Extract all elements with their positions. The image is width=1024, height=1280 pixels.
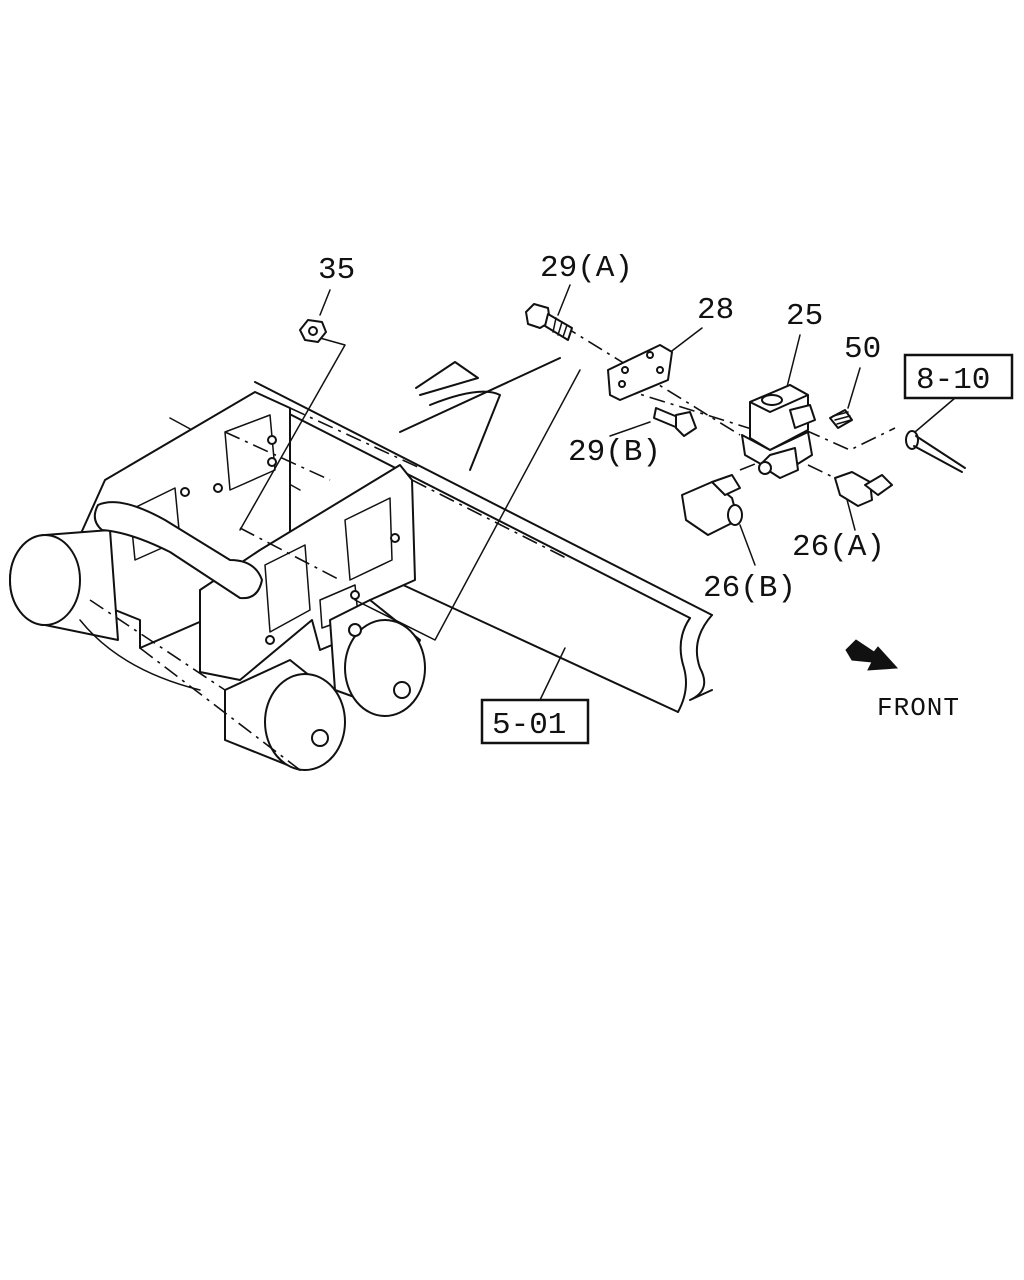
assembly-dash-lines	[89, 324, 896, 771]
part-29b-bolt[interactable]	[653, 407, 697, 437]
callout-28[interactable]: 28	[697, 293, 734, 328]
part-25-valve[interactable]	[741, 384, 816, 479]
leader-lines	[239, 284, 956, 701]
callout-25[interactable]: 25	[786, 299, 823, 334]
part-26a-elbow[interactable]	[834, 471, 893, 507]
part-26b-elbow[interactable]	[681, 474, 743, 536]
part-29a-bolt[interactable]	[525, 303, 573, 341]
reference-box-5-01[interactable]: 5-01	[480, 698, 590, 745]
air-tank-left	[9, 529, 201, 691]
cross-bar	[93, 501, 263, 600]
part-28-bracket[interactable]	[607, 344, 673, 401]
air-tank-front-2	[329, 599, 426, 717]
callout-35[interactable]: 35	[318, 253, 355, 288]
front-label: FRONT	[877, 693, 960, 723]
reference-box-8-10[interactable]: 8-10	[903, 353, 1014, 400]
air-tank-front-1	[224, 659, 346, 771]
reference-8-10: 8-10	[916, 363, 990, 398]
front-arrow-icon	[845, 639, 899, 671]
part-50-fitting[interactable]	[829, 409, 853, 429]
reference-5-01: 5-01	[492, 708, 566, 743]
callout-26b[interactable]: 26(B)	[703, 571, 796, 606]
callout-29a[interactable]: 29(A)	[540, 251, 633, 286]
callout-26a[interactable]: 26(A)	[792, 530, 885, 565]
callout-50[interactable]: 50	[844, 332, 881, 367]
callout-29b[interactable]: 29(B)	[568, 435, 661, 470]
pipe-8-10	[905, 430, 966, 473]
part-35-nut[interactable]	[299, 319, 327, 343]
